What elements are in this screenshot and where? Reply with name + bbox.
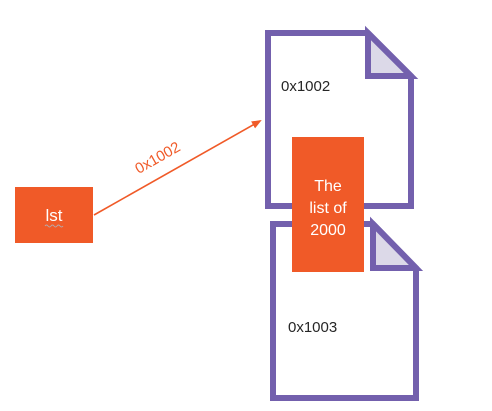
reference-arrow: 0x1002 [93,120,262,216]
list-object-box: The list of 2000 [292,137,364,272]
document-top-fold [365,25,419,79]
list-object-line-2: list of [309,200,347,217]
list-object-line-3: 2000 [310,222,346,239]
document-bottom-fold [370,216,424,271]
variable-label: lst [46,206,63,225]
variable-lst-node: lst [15,187,93,243]
document-bottom-address: 0x1003 [288,319,337,336]
spellcheck-underline [44,224,64,228]
arrow-line [93,120,262,216]
variable-box [15,187,93,243]
list-object-rect [292,137,364,272]
list-object-line-1: The [314,178,342,195]
document-top-address: 0x1002 [281,78,330,95]
arrow-label: 0x1002 [132,139,183,178]
